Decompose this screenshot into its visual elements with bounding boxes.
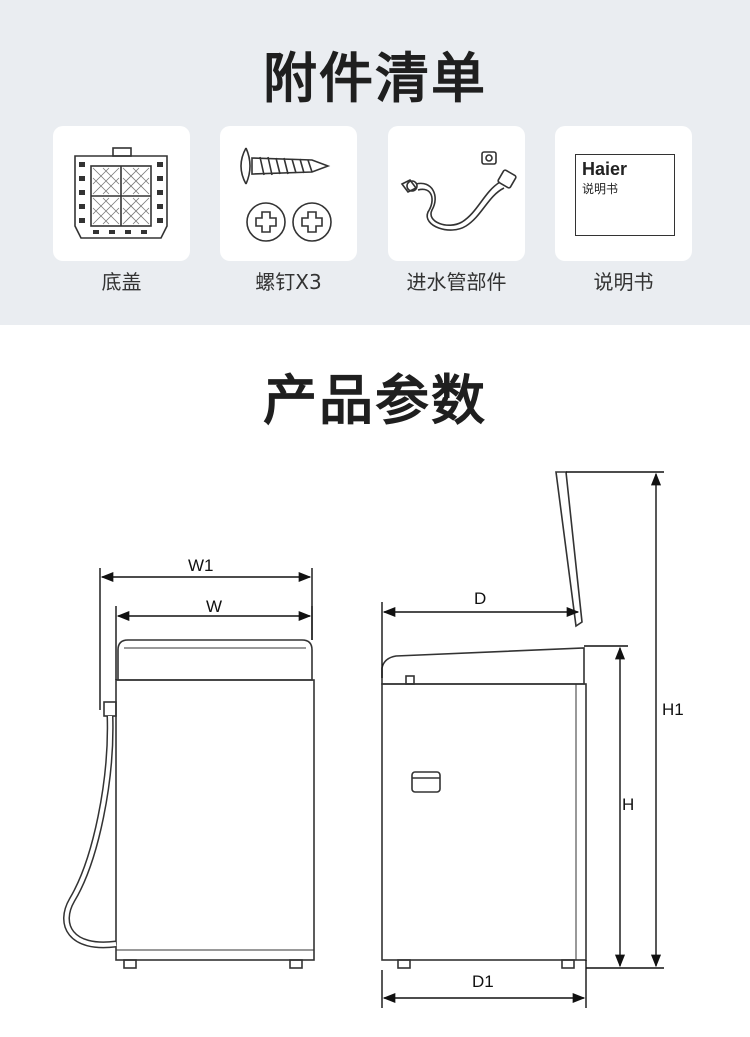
manual-cover-text: 说明书 (582, 182, 619, 196)
dim-h-label: H (622, 795, 635, 814)
dim-d-label: D (474, 589, 487, 608)
dimension-drawing (63, 471, 664, 1008)
bottom-cover-label: 底盖 (101, 270, 142, 294)
side-view (381, 471, 587, 969)
bottom-cover-icon (74, 147, 168, 239)
bottom-cover-card (53, 126, 190, 261)
dim-d1-label: D1 (472, 972, 494, 991)
dim-w-label: W (206, 597, 223, 616)
screw-label: 螺钉X3 (255, 270, 322, 294)
front-view (63, 639, 315, 969)
dim-h1-label: H1 (662, 700, 684, 719)
specs-title: 产品参数 (263, 369, 487, 432)
dim-w1-label: W1 (188, 556, 214, 575)
accessories-title: 附件清单 (263, 47, 487, 110)
inlet-hose-card (388, 126, 525, 261)
manual-label: 说明书 (593, 270, 654, 294)
screw-icon (240, 147, 332, 242)
accessories-section: 附件清单 (0, 0, 750, 325)
inlet-hose-icon (400, 151, 517, 231)
haier-logo: Haier (582, 159, 628, 179)
inlet-hose-label: 进水管部件 (406, 270, 507, 294)
screw-card (220, 126, 357, 261)
manual-icon: Haier 说明书 (575, 154, 675, 236)
manual-card: Haier 说明书 (555, 126, 692, 261)
